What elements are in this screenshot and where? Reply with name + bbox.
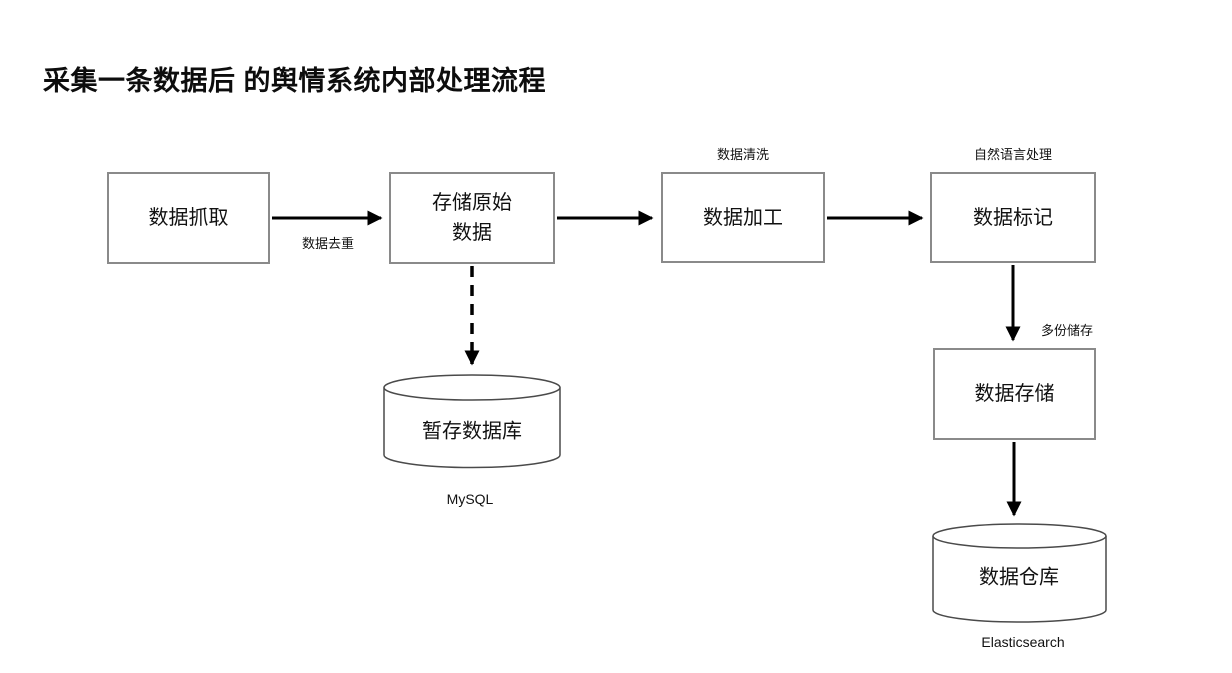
caption-elasticsearch: Elasticsearch <box>981 634 1065 650</box>
caption-mysql: MySQL <box>446 491 494 507</box>
node-data-tag-label: 数据标记 <box>973 206 1053 229</box>
node-store-raw-data: 存储原始 数据 <box>389 172 555 264</box>
caption-multi-copy-storage: 多份储存 <box>1041 323 1094 338</box>
cylinder-warehouse-shape <box>932 523 1107 623</box>
caption-data-cleaning: 数据清洗 <box>716 147 770 162</box>
diagram-title: 采集一条数据后 的舆情系统内部处理流程 <box>43 66 547 96</box>
cylinder-temp-db-shape <box>383 374 561 469</box>
node-data-store-label: 数据存储 <box>974 383 1055 405</box>
node-data-crawl-label: 数据抓取 <box>148 207 229 229</box>
caption-nlp: 自然语言处理 <box>973 147 1053 162</box>
node-store-raw-data-label: 存储原始 数据 <box>432 192 512 244</box>
cylinder-temp-db-label: 暂存数据库 <box>422 420 522 443</box>
node-data-tag: 数据标记 <box>930 172 1096 263</box>
node-data-process-label: 数据加工 <box>703 206 783 229</box>
node-data-store: 数据存储 <box>933 348 1096 440</box>
node-data-process: 数据加工 <box>661 172 825 263</box>
cylinder-warehouse-label: 数据仓库 <box>979 566 1059 589</box>
node-data-crawl: 数据抓取 <box>107 172 270 264</box>
caption-dedupe: 数据去重 <box>301 236 355 251</box>
